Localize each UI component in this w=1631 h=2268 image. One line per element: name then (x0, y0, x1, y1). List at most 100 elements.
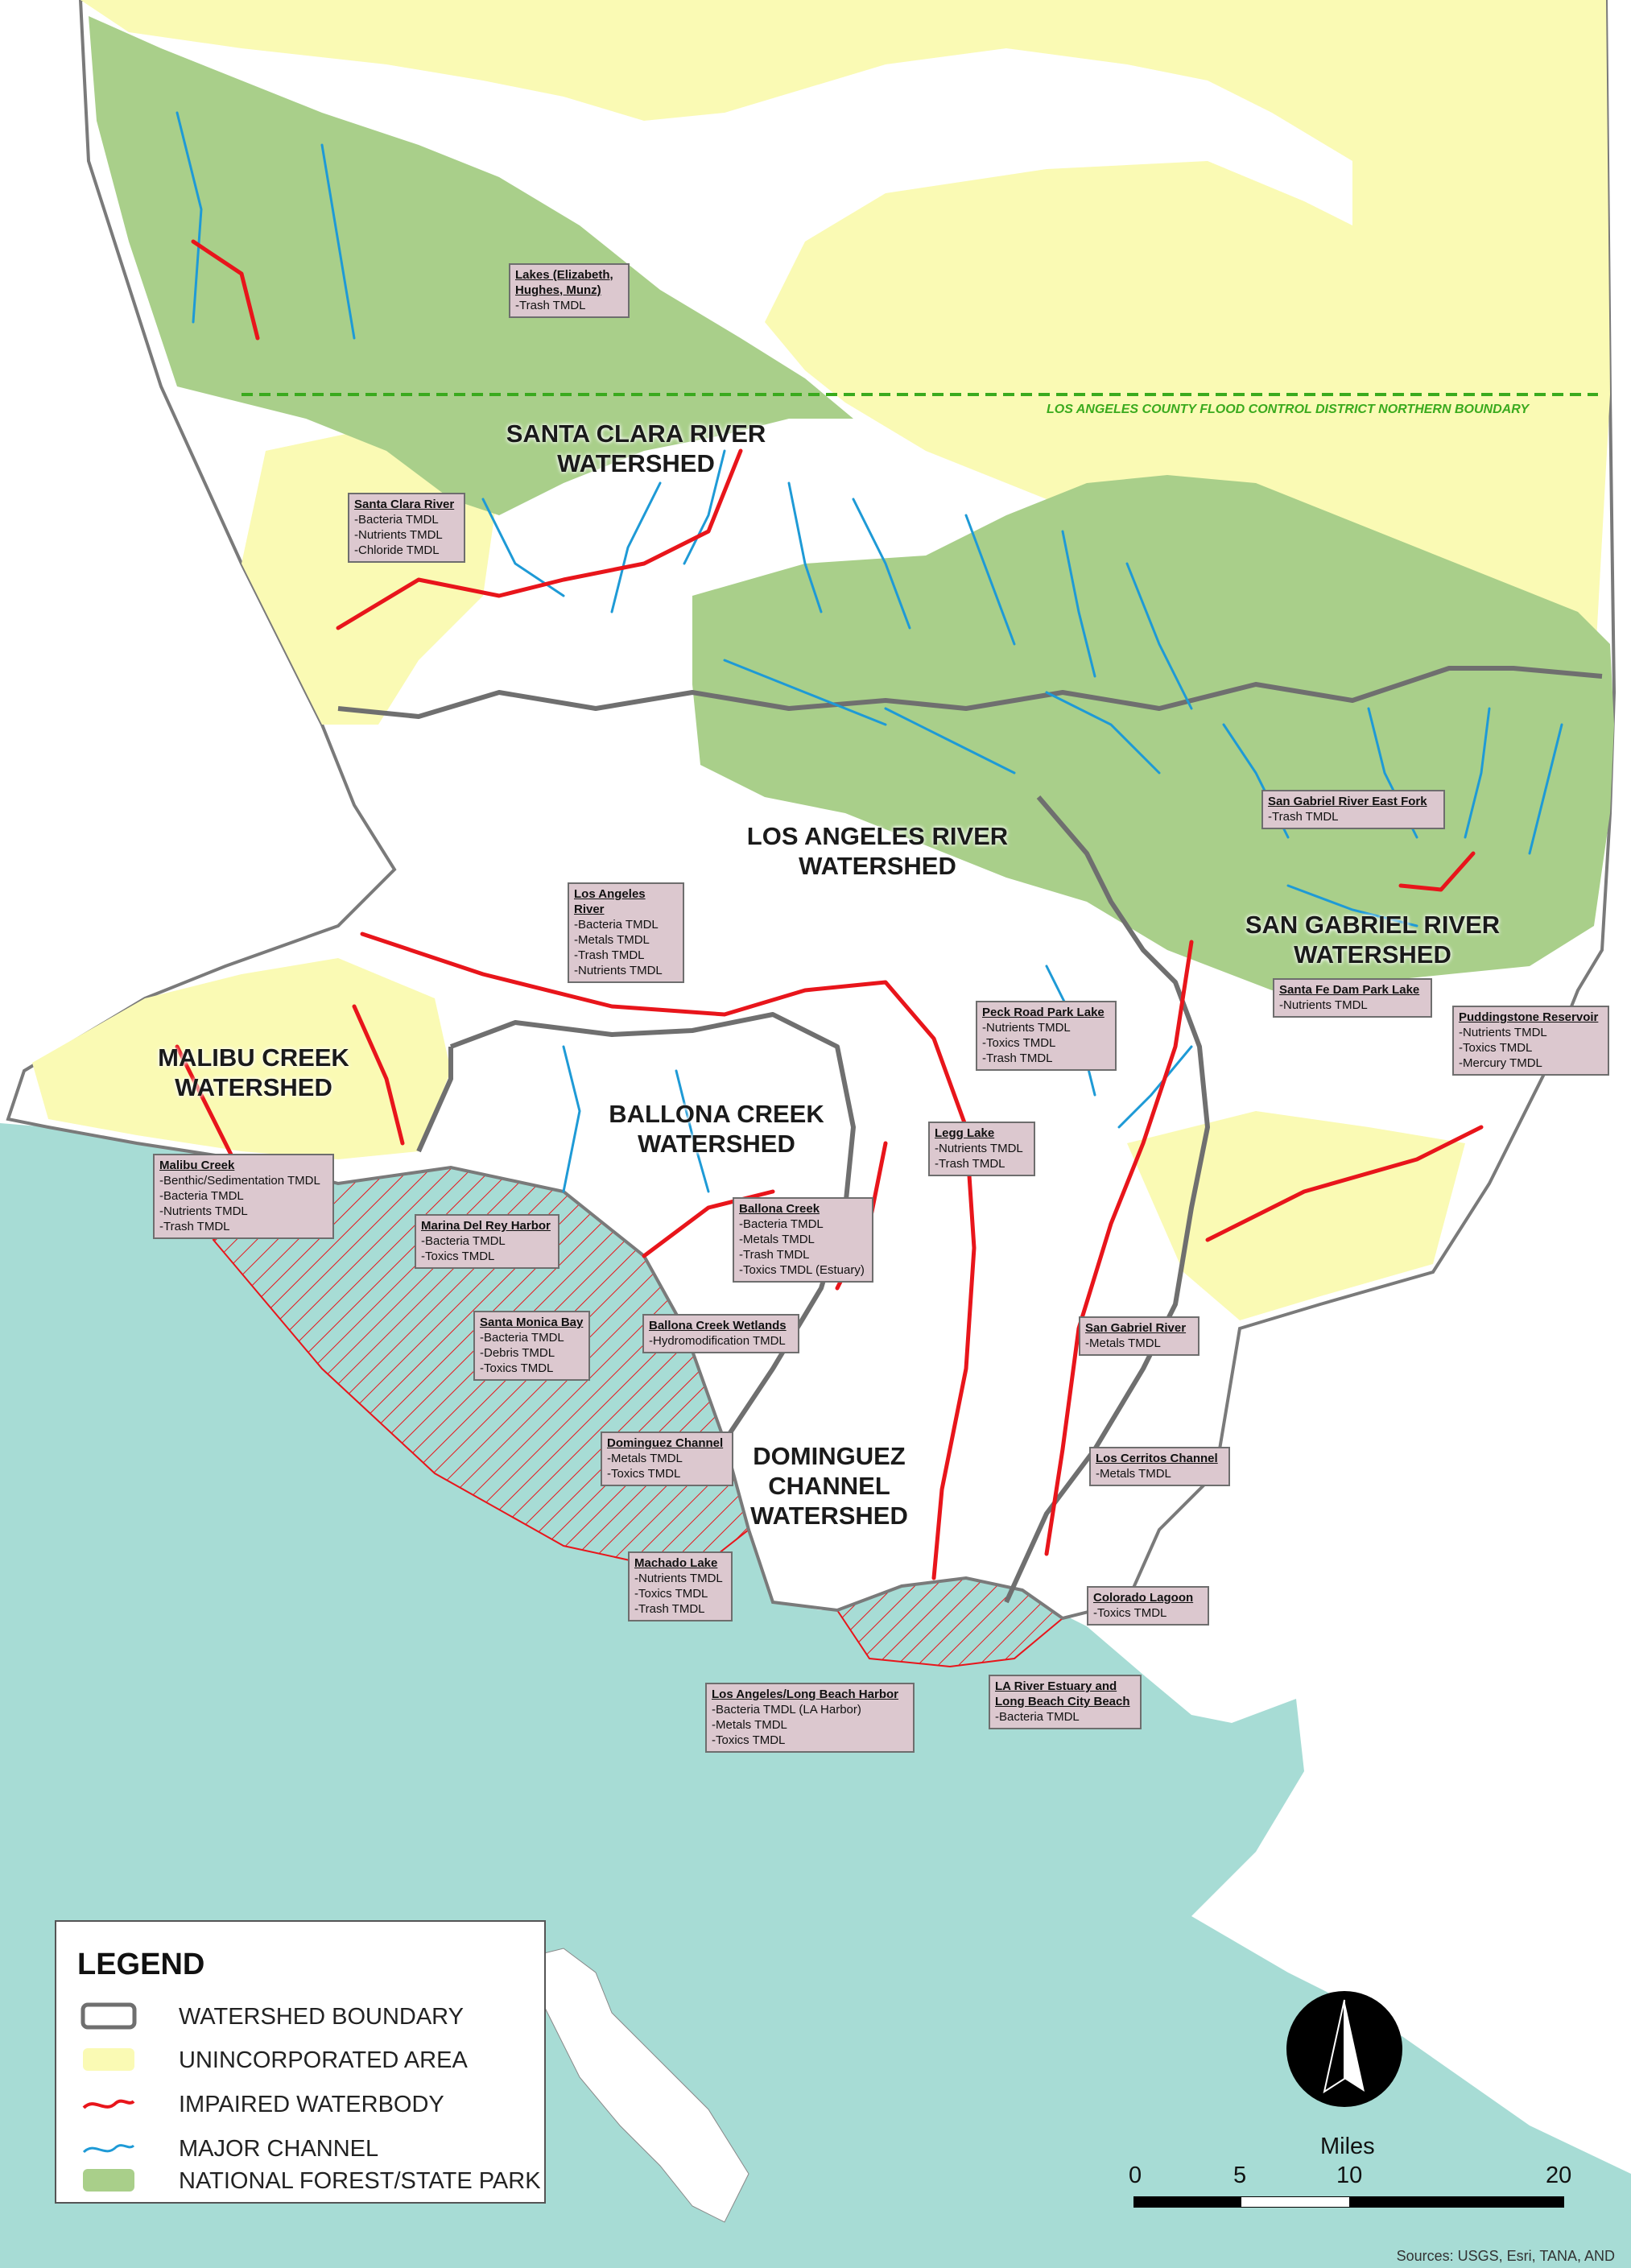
watershed-label-san-gabriel: SAN GABRIEL RIVER WATERSHED (1245, 911, 1501, 969)
callout-machado-lake: Machado Lake -Nutrients TMDL -Toxics TMD… (628, 1551, 733, 1621)
callout-title: Legg Lake (935, 1126, 995, 1140)
callout-title: Machado Lake (634, 1556, 718, 1570)
impaired-waterbody-swatch (82, 2099, 135, 2109)
legend-item-national-forest: NATIONAL FOREST/STATE PARK (81, 2163, 541, 2197)
callout-malibu-creek: Malibu Creek -Benthic/Sedimentation TMDL… (153, 1154, 334, 1239)
callout-title: Dominguez Channel (607, 1436, 724, 1450)
callout-item: -Toxics TMDL (Estuary) (739, 1263, 865, 1277)
impaired-waterbodies (175, 239, 1484, 1580)
callout-item: -Nutrients TMDL (1279, 998, 1368, 1012)
callout-title: Ballona Creek (739, 1202, 820, 1216)
callout-item: -Nutrients TMDL (935, 1142, 1023, 1155)
callout-item: -Trash TMDL (935, 1157, 1005, 1171)
callout-lakes: Lakes (Elizabeth, Hughes, Munz) -Trash T… (509, 263, 630, 318)
callout-la-long-beach-harbor: Los Angeles/Long Beach Harbor -Bacteria … (705, 1683, 915, 1753)
unincorporated-area-malibu (32, 958, 451, 1159)
scale-bar-title: Miles (1320, 2134, 1375, 2159)
unincorporated-area-swatch (83, 2048, 134, 2071)
callout-peck-road-park-lake: Peck Road Park Lake -Nutrients TMDL -Tox… (976, 1001, 1117, 1071)
callout-ballona-creek: Ballona Creek -Bacteria TMDL -Metals TMD… (733, 1197, 873, 1283)
unincorporated-area-southeast (1127, 1111, 1465, 1320)
major-channel-swatch (82, 2144, 135, 2154)
scale-tick: 0 (1129, 2163, 1142, 2188)
callout-item: -Trash TMDL (1268, 810, 1339, 824)
callout-title: Ballona Creek Wetlands (649, 1319, 787, 1332)
callout-ballona-creek-wetlands: Ballona Creek Wetlands -Hydromodificatio… (642, 1314, 799, 1353)
callout-item: -Trash TMDL (159, 1220, 230, 1233)
callout-item: -Nutrients TMDL (1459, 1026, 1547, 1039)
callout-title: San Gabriel River (1085, 1321, 1187, 1335)
callout-la-river-estuary: LA River Estuary and Long Beach City Bea… (989, 1675, 1142, 1729)
legend-label: UNINCORPORATED AREA (179, 2047, 468, 2073)
callout-item: -Bacteria TMDL (739, 1217, 824, 1231)
callout-item: -Nutrients TMDL (982, 1021, 1071, 1035)
callout-item: -Mercury TMDL (1459, 1056, 1542, 1070)
callout-item: -Metals TMDL (574, 933, 650, 947)
callout-item: -Metals TMDL (739, 1233, 815, 1246)
legend-item-watershed-boundary: WATERSHED BOUNDARY (81, 1999, 531, 2033)
callout-item: -Metals TMDL (607, 1452, 683, 1465)
callout-los-angeles-river: Los Angeles River -Bacteria TMDL -Metals… (568, 882, 684, 983)
callout-san-gabriel-river: San Gabriel River -Metals TMDL (1079, 1316, 1200, 1356)
callout-item: -Toxics TMDL (1093, 1606, 1167, 1620)
watershed-label-los-angeles: LOS ANGELES RIVER WATERSHED (746, 822, 1009, 880)
national-forest-angeles (692, 475, 1614, 990)
callout-item: -Trash TMDL (739, 1248, 810, 1262)
scale-tick: 20 (1546, 2163, 1572, 2188)
callout-item: -Trash TMDL (574, 948, 645, 962)
callout-item: -Trash TMDL (982, 1051, 1053, 1065)
callout-santa-monica-bay: Santa Monica Bay -Bacteria TMDL -Debris … (473, 1311, 590, 1381)
callout-item: -Bacteria TMDL (LA Harbor) (712, 1703, 861, 1716)
callout-title: Colorado Lagoon (1093, 1591, 1194, 1605)
callout-title: Los Angeles River (574, 887, 646, 916)
callout-title: Lakes (Elizabeth, Hughes, Munz) (515, 268, 613, 297)
map-legend: LEGEND WATERSHED BOUNDARY UNINCORPORATED… (55, 1920, 546, 2204)
national-forest-swatch (83, 2169, 134, 2192)
callout-colorado-lagoon: Colorado Lagoon -Toxics TMDL (1087, 1586, 1209, 1626)
callout-item: -Bacteria TMDL (480, 1331, 564, 1345)
callout-item: -Metals TMDL (712, 1718, 787, 1732)
watershed-label-ballona: BALLONA CREEK WATERSHED (609, 1100, 824, 1158)
callout-los-cerritos-channel: Los Cerritos Channel -Metals TMDL (1089, 1447, 1230, 1486)
callout-item: -Chloride TMDL (354, 543, 440, 557)
callout-title: Los Cerritos Channel (1096, 1452, 1218, 1465)
callout-marina-del-rey: Marina Del Rey Harbor -Bacteria TMDL -To… (415, 1214, 559, 1269)
callout-puddingstone-reservoir: Puddingstone Reservoir -Nutrients TMDL -… (1452, 1006, 1609, 1076)
callout-title: San Gabriel River East Fork (1268, 795, 1427, 808)
watershed-label-malibu: MALIBU CREEK WATERSHED (158, 1043, 349, 1101)
callout-title: Santa Clara River (354, 498, 455, 511)
legend-label: MAJOR CHANNEL (179, 2136, 379, 2162)
scale-tick: 10 (1336, 2163, 1363, 2188)
callout-title: Marina Del Rey Harbor (421, 1219, 551, 1233)
callout-title: LA River Estuary and Long Beach City Bea… (995, 1679, 1130, 1708)
catalina-island (531, 1948, 749, 2223)
callout-title: Los Angeles/Long Beach Harbor (712, 1688, 898, 1701)
legend-title: LEGEND (77, 1948, 205, 1981)
legend-label: WATERSHED BOUNDARY (179, 2004, 464, 2030)
callout-santa-fe-dam: Santa Fe Dam Park Lake -Nutrients TMDL (1273, 978, 1432, 1018)
callout-item: -Metals TMDL (1085, 1336, 1161, 1350)
callout-item: -Trash TMDL (634, 1602, 705, 1616)
callout-item: -Metals TMDL (1096, 1467, 1171, 1481)
scale-bar: Miles 0 5 10 20 (1119, 2134, 1572, 2208)
callout-title: Puddingstone Reservoir (1459, 1010, 1599, 1024)
callout-title: Malibu Creek (159, 1159, 235, 1172)
legend-item-major-channel: MAJOR CHANNEL (81, 2131, 531, 2165)
callout-item: -Benthic/Sedimentation TMDL (159, 1174, 320, 1188)
callout-san-gabriel-east-fork: San Gabriel River East Fork -Trash TMDL (1261, 790, 1445, 829)
callout-santa-clara-river: Santa Clara River -Bacteria TMDL -Nutrie… (348, 493, 465, 563)
callout-title: Peck Road Park Lake (982, 1006, 1105, 1019)
callout-title: Santa Fe Dam Park Lake (1279, 983, 1420, 997)
santa-clara-river-line (336, 448, 743, 630)
callout-item: -Trash TMDL (515, 299, 586, 312)
watershed-label-dominguez: DOMINGUEZ CHANNEL WATERSHED (750, 1442, 908, 1530)
callout-item: -Toxics TMDL (634, 1587, 708, 1601)
scale-tick: 5 (1233, 2163, 1247, 2188)
callout-item: -Hydromodification TMDL (649, 1334, 786, 1348)
legend-item-impaired-waterbody: IMPAIRED WATERBODY (81, 2087, 531, 2121)
north-arrow-icon (1286, 1991, 1402, 2107)
legend-label: IMPAIRED WATERBODY (179, 2092, 444, 2117)
watershed-label-santa-clara: SANTA CLARA RIVER WATERSHED (506, 419, 766, 477)
scale-bar-graphic (1133, 2196, 1564, 2208)
callout-item: -Toxics TMDL (480, 1361, 554, 1375)
